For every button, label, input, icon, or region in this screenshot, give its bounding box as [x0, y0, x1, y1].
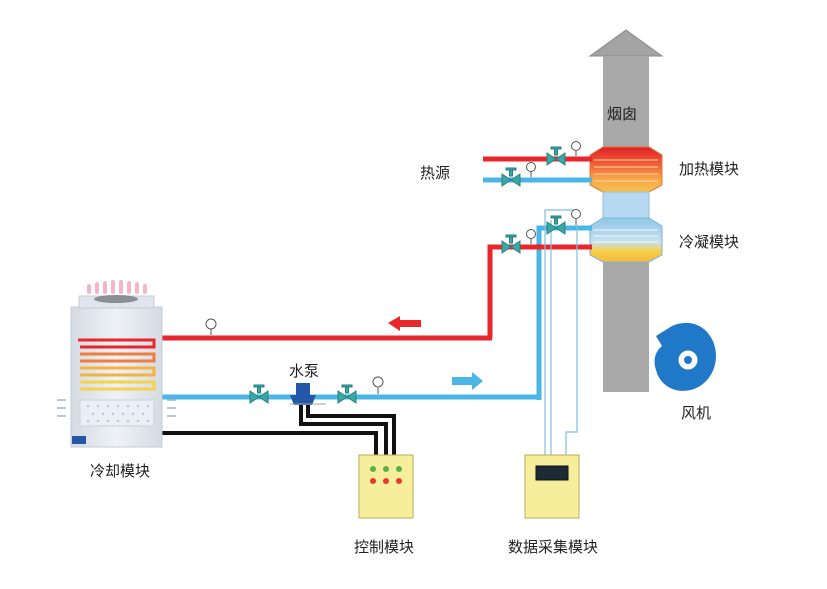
cooling-module-label: 冷却模块: [90, 462, 151, 480]
valve-supply-left: [249, 384, 269, 404]
valve-supply-right: [337, 384, 357, 404]
gauge-return: [205, 318, 217, 335]
pump-label: 水泵: [289, 362, 320, 380]
valve-heat-cold: [501, 167, 521, 187]
gauge-cond-cold: [571, 209, 581, 225]
heating-module-label: 加热模块: [679, 160, 740, 178]
gauge-heat-cold: [526, 162, 536, 177]
condenser-cold-inlet-pipe: [536, 225, 592, 400]
data-module-label: 数据采集模块: [508, 538, 599, 556]
cold-flow-arrow: [452, 372, 483, 390]
fan-label: 风机: [681, 404, 712, 422]
gauge-supply: [372, 376, 384, 394]
chimney-gap-section: [602, 191, 650, 219]
valve-cond-hot: [501, 234, 521, 254]
condenser-hot-outlet-pipe: [487, 244, 592, 338]
gauge-cond-hot: [526, 229, 536, 244]
data-acquisition-box: [524, 454, 580, 519]
valves: [249, 146, 566, 404]
chimney-arrow-top: [588, 29, 664, 57]
pressure-gauges: [205, 141, 581, 394]
heat-source-label: 热源: [420, 164, 451, 182]
cooling-tower: [57, 280, 176, 448]
control-module-box: [358, 454, 414, 519]
control-cables: [160, 405, 396, 455]
water-pump: [290, 383, 326, 405]
condensing-module: [589, 217, 663, 263]
hot-flow-arrow: [388, 316, 421, 331]
control-module-label: 控制模块: [354, 538, 415, 556]
chimney-label: 烟囱: [607, 105, 638, 123]
valve-cond-cold: [546, 215, 566, 235]
fan-blower: [654, 322, 716, 391]
gauge-heat-hot: [571, 141, 581, 156]
heating-module: [589, 146, 663, 193]
valve-heat-hot: [546, 146, 566, 166]
data-signal-lines: [544, 209, 578, 455]
cooling-fan-icon: [87, 280, 147, 303]
condensing-module-label: 冷凝模块: [679, 233, 740, 251]
